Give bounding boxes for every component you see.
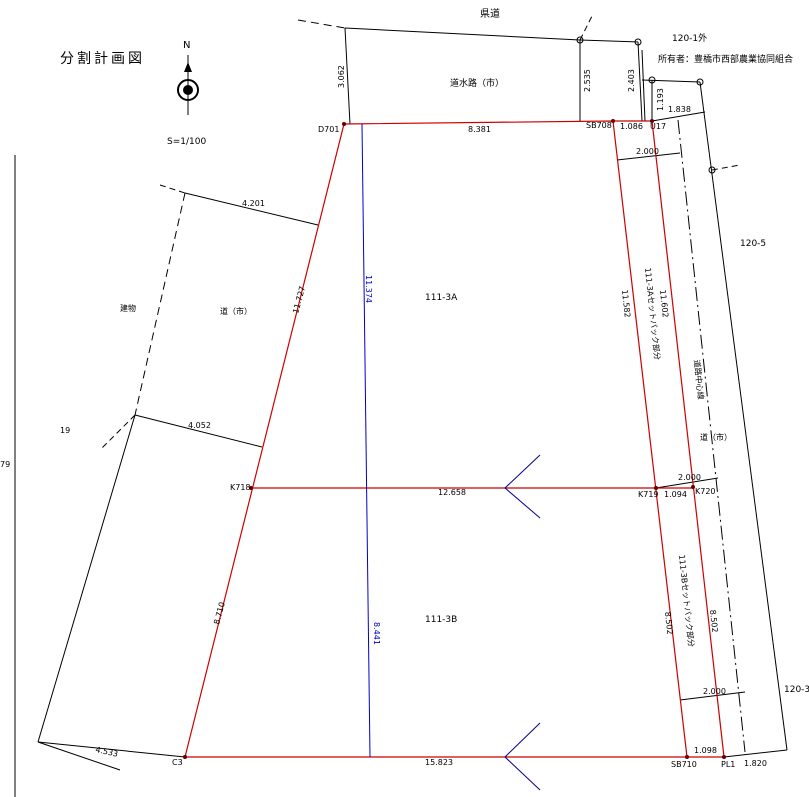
- label-120-5: 120-5: [740, 239, 766, 249]
- point-u17: U17: [650, 122, 666, 131]
- point-labels: D701 SB708 U17 K718 K719 K720 C3 SB710 P…: [172, 121, 735, 769]
- point-k718: K718: [230, 483, 251, 492]
- dim: 4.052: [188, 421, 211, 430]
- label-setback-b: 111-3Bセットバック部分: [677, 554, 697, 647]
- dim: 11.374: [364, 275, 373, 303]
- dim: 11.727: [291, 285, 307, 314]
- dim: 4.533: [95, 745, 119, 759]
- dim: 2.403: [627, 69, 636, 92]
- split-arrows: [504, 454, 541, 791]
- label-prefectural-road: 県道: [480, 7, 500, 20]
- dim: 2.000: [678, 473, 701, 482]
- label-120-1: 120-1外: [672, 32, 707, 44]
- point-sb708: SB708: [586, 121, 612, 130]
- dim: 8.381: [468, 125, 491, 134]
- label-road-right: 道（市）: [700, 432, 732, 442]
- label-79: 79: [0, 460, 10, 469]
- label-building: 建物: [120, 303, 136, 313]
- dim: 8.502: [663, 611, 674, 635]
- dim: 1.193: [656, 88, 665, 111]
- label-owner: 所有者：豊橋市西部農業協同組合: [658, 53, 793, 65]
- dim: 2.000: [636, 147, 659, 156]
- markers: [576, 36, 716, 174]
- boundary-lines: [14, 15, 788, 797]
- lot-lines: [184, 120, 725, 758]
- dim: 8.441: [372, 622, 381, 645]
- dim: 1.838: [668, 105, 691, 114]
- dim: 8.710: [212, 601, 227, 625]
- label-lot-a: 111-3A: [425, 293, 458, 303]
- label-19: 19: [60, 426, 70, 435]
- dim: 2.000: [703, 687, 726, 696]
- dim: 11.602: [658, 289, 670, 318]
- dim: 12.658: [438, 488, 466, 497]
- dim: 1.098: [694, 746, 717, 755]
- north-label: N: [183, 40, 190, 51]
- label-road-left: 道（市）: [220, 306, 252, 316]
- point-sb710: SB710: [671, 760, 697, 769]
- dim: 2.535: [583, 69, 592, 92]
- label-lot-b: 111-3B: [425, 615, 457, 625]
- dim: 4.201: [242, 199, 265, 208]
- survey-points: [183, 119, 726, 759]
- dim: 1.820: [744, 759, 767, 768]
- dim: 3.062: [337, 65, 346, 88]
- label-centerline: 道路中心線: [692, 359, 706, 400]
- label-waterway: 道水路（市）: [450, 77, 504, 89]
- dim: 8.502: [708, 609, 719, 633]
- point-k720: K720: [695, 487, 716, 496]
- north-arrow-icon: [177, 55, 199, 115]
- label-setback-a: 111-3Aセットバック部分: [643, 267, 663, 360]
- page-title: 分割計画図: [60, 50, 145, 67]
- dim: 11.582: [620, 289, 632, 318]
- dim: 1.094: [664, 490, 687, 499]
- dim: 1.086: [620, 122, 643, 131]
- dim: 15.823: [425, 758, 453, 767]
- point-k719: K719: [638, 490, 659, 499]
- height-line: [361, 123, 371, 758]
- point-c3: C3: [172, 758, 183, 767]
- point-d701: D701: [318, 125, 339, 134]
- point-pl1: PL1: [721, 760, 735, 769]
- scale-label: S=1/100: [167, 137, 206, 147]
- label-120-3: 120-3: [784, 685, 809, 695]
- dimension-labels: 3.062 2.535 2.403 1.193 1.838 8.381 1.08…: [95, 65, 767, 768]
